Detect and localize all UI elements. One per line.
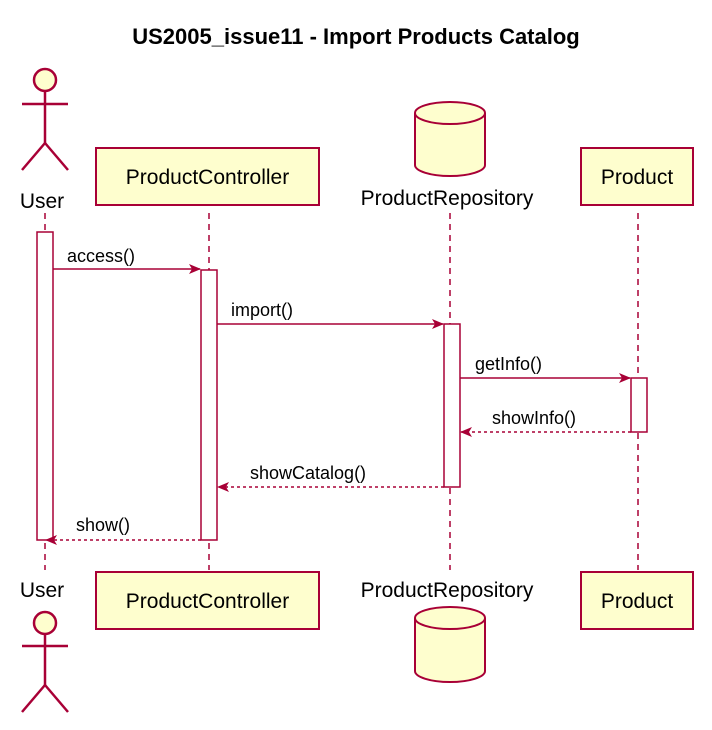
message-label: show(): [76, 515, 130, 535]
message-access: access(): [53, 246, 201, 274]
participant-controller-top: ProductController: [95, 147, 320, 206]
database-icon: [414, 606, 486, 683]
participant-product-bottom: Product: [580, 571, 694, 630]
participant-label: ProductController: [126, 590, 289, 613]
message-label: showCatalog(): [250, 463, 366, 483]
participant-label: ProductRepository: [361, 579, 534, 602]
activation-repository: [443, 323, 461, 488]
message-label: getInfo(): [475, 354, 542, 374]
participant-user-bottom: User: [20, 579, 69, 713]
participant-label: Product: [601, 166, 674, 189]
activation-controller: [200, 269, 218, 541]
message-showinfo: showInfo(): [460, 408, 631, 437]
message-showcatalog: showCatalog(): [217, 463, 444, 492]
participant-controller-bottom: ProductController: [95, 571, 320, 630]
activation-user: [36, 231, 54, 541]
message-getinfo: getInfo(): [460, 354, 631, 383]
actor-icon: [21, 610, 69, 713]
message-label: access(): [67, 246, 135, 266]
participant-product-top: Product: [580, 147, 694, 206]
diagram-title: US2005_issue11 - Import Products Catalog: [132, 24, 580, 49]
message-import: import(): [217, 300, 444, 329]
participant-repository-bottom: ProductRepository: [361, 579, 534, 683]
participant-label: ProductController: [126, 166, 289, 189]
message-label: showInfo(): [492, 408, 576, 428]
participant-user-top: User: [20, 67, 69, 213]
participant-label: ProductRepository: [361, 187, 534, 210]
activation-product: [630, 377, 648, 433]
database-icon: [414, 101, 486, 177]
message-label: import(): [231, 300, 293, 320]
participant-repository-top: ProductRepository: [361, 101, 534, 210]
participant-label: User: [20, 579, 64, 602]
participant-label: Product: [601, 590, 674, 613]
participant-label: User: [20, 190, 64, 213]
actor-icon: [21, 67, 69, 171]
message-show: show(): [45, 515, 201, 545]
